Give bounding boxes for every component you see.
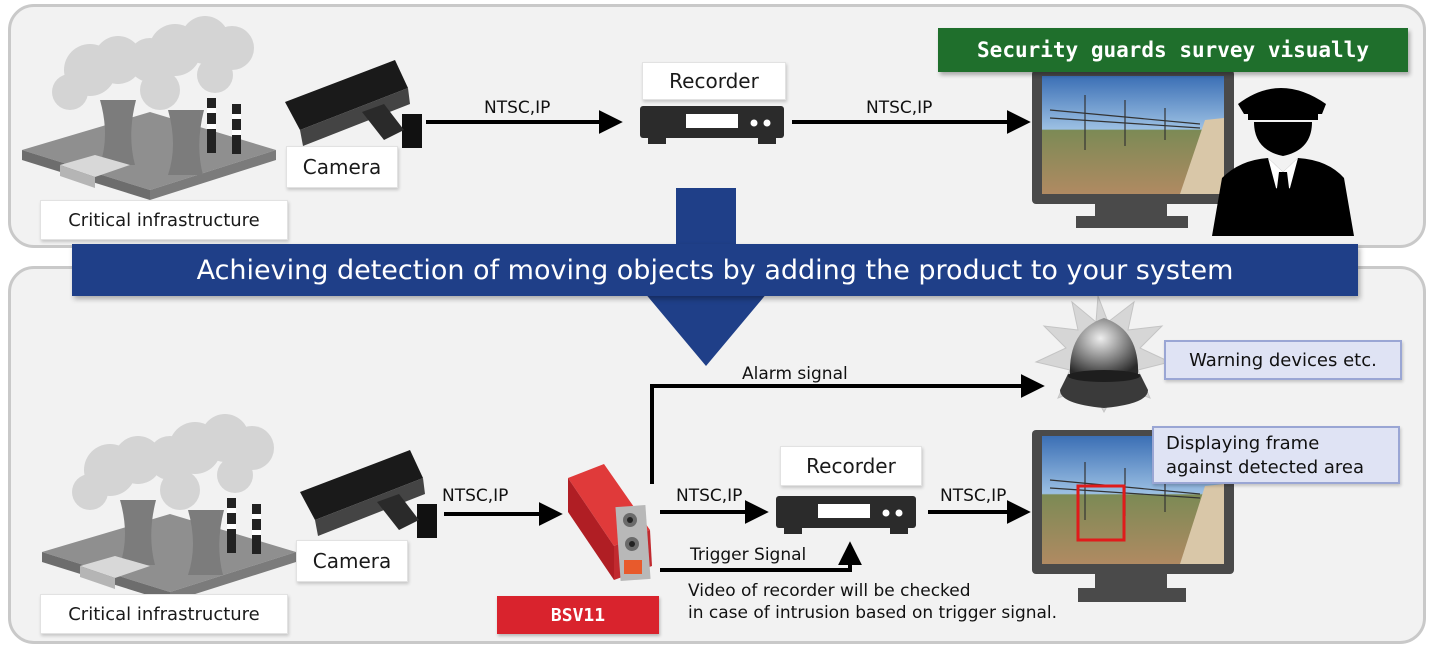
product-label: BSV11 <box>497 596 659 634</box>
edge-label-camera-recorder: NTSC,IP <box>484 98 551 118</box>
recorder-icon <box>640 106 784 144</box>
warning-callout: Warning devices etc. <box>1164 340 1402 380</box>
frame-callout-line-2: against detected area <box>1166 457 1364 478</box>
camera-label-bottom: Camera <box>296 540 408 582</box>
note-line-1: Video of recorder will be checked <box>688 581 971 601</box>
edge-label-recorder-monitor: NTSC,IP <box>866 98 933 118</box>
edge-label-bsv-recorder: NTSC,IP <box>676 486 743 506</box>
camera-icon <box>285 60 422 148</box>
guards-banner: Security guards survey visually <box>938 28 1408 72</box>
edge-label-recorder-monitor-bottom: NTSC,IP <box>940 486 1007 506</box>
factory-icon <box>22 16 276 200</box>
camera-label: Camera <box>286 146 398 188</box>
warning-light-icon <box>1034 295 1172 414</box>
frame-callout-line-1: Displaying frame <box>1166 433 1320 454</box>
recorder-label: Recorder <box>642 62 786 100</box>
note-line-2: in case of intrusion based on trigger si… <box>688 603 1058 623</box>
infrastructure-label-bottom: Critical infrastructure <box>40 594 288 634</box>
headline-banner: Achieving detection of moving objects by… <box>72 244 1358 296</box>
frame-callout: Displaying frame against detected area <box>1152 426 1400 484</box>
detection-frame <box>1076 484 1126 542</box>
factory-icon-bottom <box>42 414 296 602</box>
trigger-signal-label: Trigger Signal <box>690 545 807 565</box>
recorder-icon-bottom <box>776 496 916 534</box>
infrastructure-label: Critical infrastructure <box>40 200 288 240</box>
recorder-label-bottom: Recorder <box>780 446 922 486</box>
bsv11-device-icon <box>568 464 652 581</box>
alarm-signal-label: Alarm signal <box>742 364 848 384</box>
monitor-icon <box>1032 70 1234 228</box>
camera-icon-bottom <box>300 450 437 538</box>
guard-icon <box>1212 88 1354 236</box>
monitor-icon-bottom <box>1032 430 1234 602</box>
edge-label-camera-bsv: NTSC,IP <box>442 486 509 506</box>
